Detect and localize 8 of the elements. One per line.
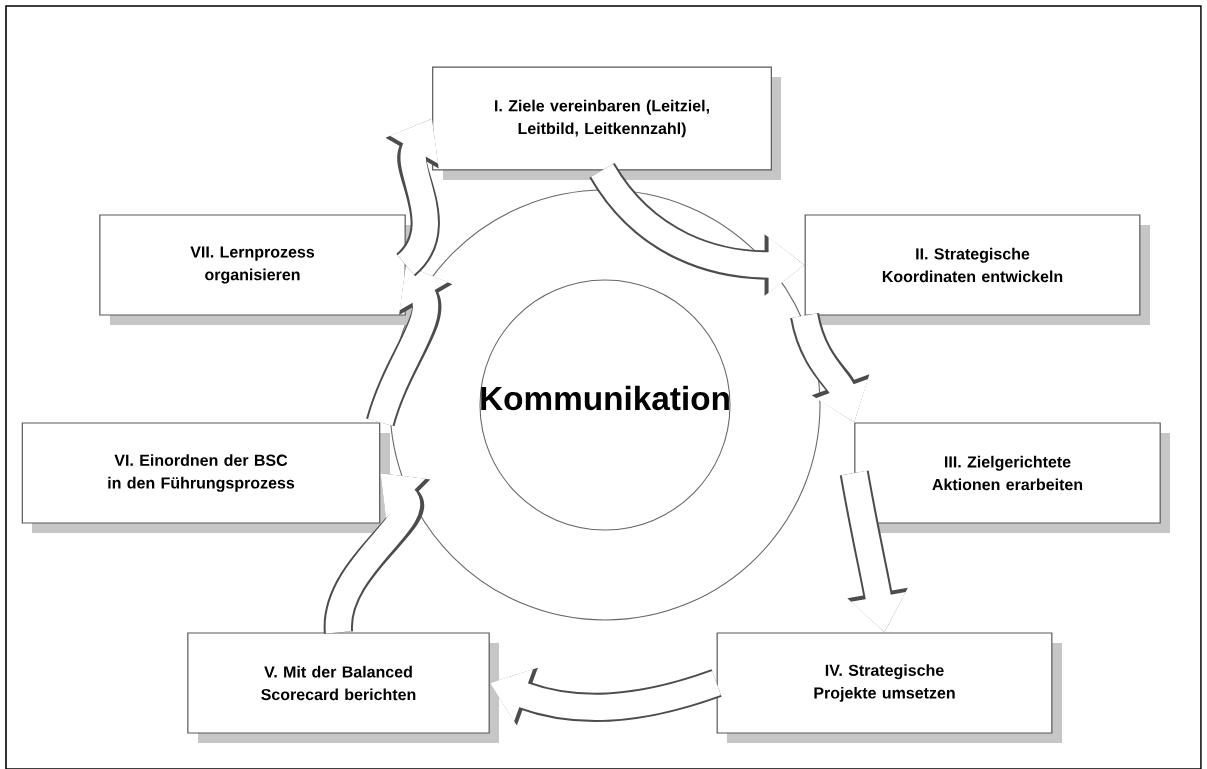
center-label: Kommunikation <box>481 385 729 411</box>
step-box: VI. Einordnen der BSC in den Führungsprozess <box>21 422 390 533</box>
step-box: II. Strategische Koordinaten entwickeln <box>804 214 1150 325</box>
step-box: IV. Strategische Projekte umsetzen <box>716 632 1062 743</box>
step-box: V. Mit der Balanced Scorecard berichten <box>187 632 499 743</box>
step-box: VII. Lernprozess organisieren <box>99 214 415 325</box>
step-box: III. Zielgerichtete Aktionen erarbeiten <box>854 422 1170 533</box>
step-box: I. Ziele vereinbaren (Leitziel, Leitbild, Leitkennzahl) <box>432 66 781 180</box>
